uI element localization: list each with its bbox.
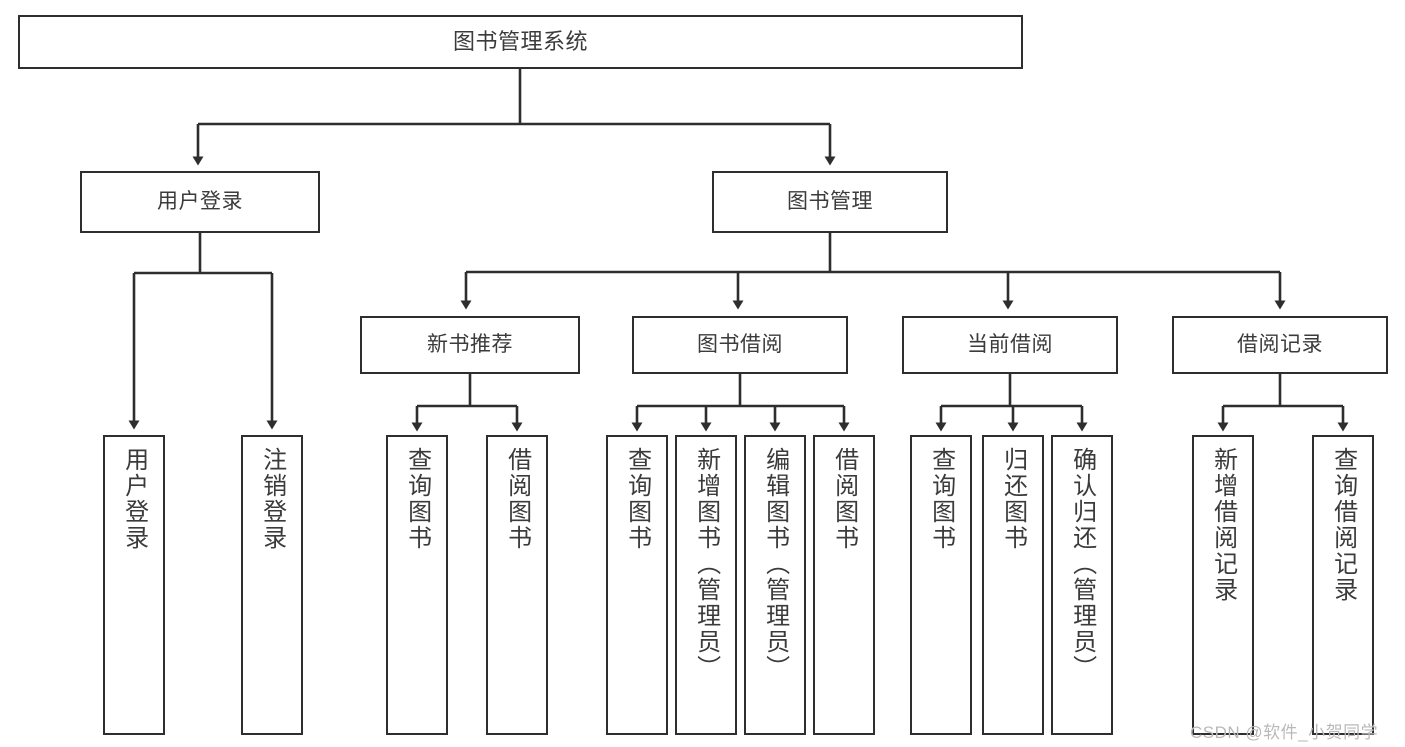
leaf-add-book-admin-label: 新增图书（管理员）: [692, 447, 720, 681]
node-user-login[interactable]: 用户登录: [80, 171, 320, 233]
leaf-add-borrow-record-label: 新增借阅记录: [1209, 447, 1237, 603]
leaf-logout-label: 注销登录: [258, 447, 286, 551]
leaf-confirm-return-admin[interactable]: 确认归还（管理员）: [1051, 435, 1113, 735]
node-new-book-recommend[interactable]: 新书推荐: [360, 316, 580, 374]
leaf-add-book-admin[interactable]: 新增图书（管理员）: [675, 435, 737, 735]
leaf-user-login[interactable]: 用户登录: [103, 435, 165, 735]
leaf-user-login-label: 用户登录: [120, 447, 148, 551]
node-book-borrow-label: 图书借阅: [697, 333, 783, 357]
node-borrow-record[interactable]: 借阅记录: [1172, 316, 1388, 374]
node-current-borrow[interactable]: 当前借阅: [902, 316, 1118, 374]
node-book-manage[interactable]: 图书管理: [712, 171, 948, 233]
leaf-borrow-book-recommend[interactable]: 借阅图书: [486, 435, 548, 735]
leaf-logout[interactable]: 注销登录: [241, 435, 303, 735]
node-user-login-label: 用户登录: [157, 190, 243, 214]
leaf-query-book-borrow[interactable]: 查询图书: [606, 435, 668, 735]
leaf-edit-book-admin[interactable]: 编辑图书（管理员）: [744, 435, 806, 735]
leaf-edit-book-admin-label: 编辑图书（管理员）: [761, 447, 789, 681]
node-root-label: 图书管理系统: [452, 28, 588, 54]
leaf-return-book[interactable]: 归还图书: [982, 435, 1044, 735]
node-current-borrow-label: 当前借阅: [967, 333, 1053, 357]
leaf-confirm-return-admin-label: 确认归还（管理员）: [1068, 447, 1096, 681]
leaf-borrow-book-borrow[interactable]: 借阅图书: [813, 435, 875, 735]
leaf-borrow-book-recommend-label: 借阅图书: [503, 447, 531, 551]
leaf-query-book-recommend[interactable]: 查询图书: [386, 435, 448, 735]
node-book-borrow[interactable]: 图书借阅: [632, 316, 848, 374]
node-borrow-record-label: 借阅记录: [1237, 333, 1323, 357]
leaf-borrow-book-borrow-label: 借阅图书: [830, 447, 858, 551]
leaf-query-borrow-record[interactable]: 查询借阅记录: [1312, 435, 1374, 735]
leaf-query-book-recommend-label: 查询图书: [403, 447, 431, 551]
leaf-query-book-current[interactable]: 查询图书: [910, 435, 972, 735]
leaf-query-book-borrow-label: 查询图书: [623, 447, 651, 551]
leaf-query-borrow-record-label: 查询借阅记录: [1329, 447, 1357, 603]
node-book-manage-label: 图书管理: [787, 190, 873, 214]
node-root[interactable]: 图书管理系统: [18, 15, 1023, 69]
leaf-return-book-label: 归还图书: [999, 447, 1027, 551]
leaf-query-book-current-label: 查询图书: [927, 447, 955, 551]
node-new-book-recommend-label: 新书推荐: [427, 333, 513, 357]
csdn-watermark: CSDN @软件_小贺同学: [1190, 723, 1379, 742]
leaf-add-borrow-record[interactable]: 新增借阅记录: [1192, 435, 1254, 735]
